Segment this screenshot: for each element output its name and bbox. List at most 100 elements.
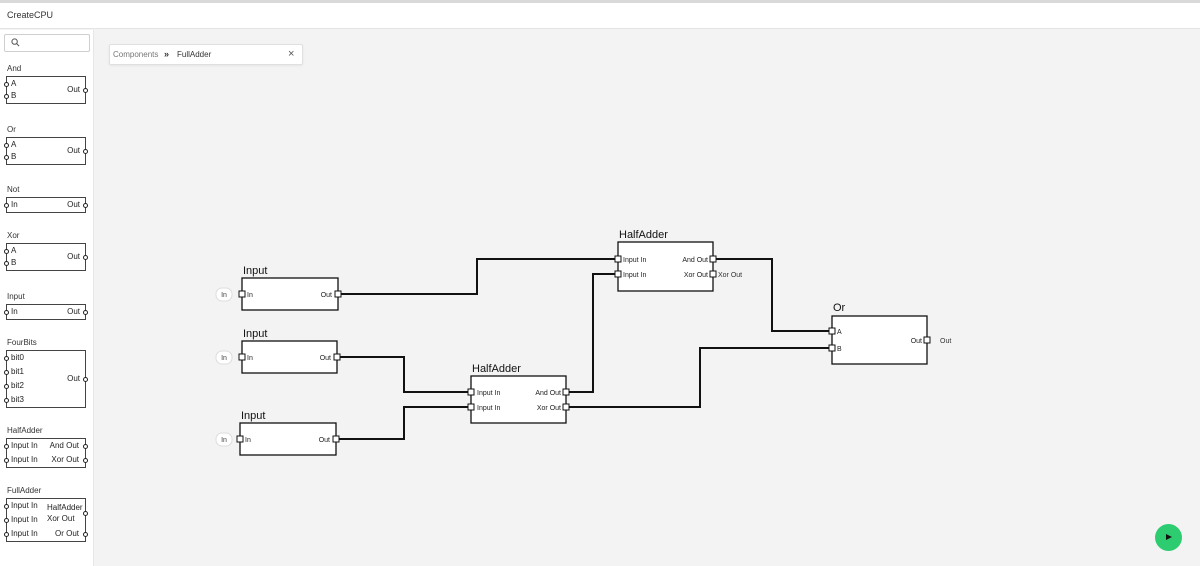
window-top-border <box>0 0 1200 3</box>
input-pin <box>4 261 9 266</box>
external-output-label: Xor Out <box>718 272 742 279</box>
output-pin[interactable] <box>709 255 717 263</box>
pin-label: Input In <box>11 455 38 464</box>
node-body[interactable] <box>470 375 567 424</box>
input-pin <box>4 398 9 403</box>
output-pin <box>83 444 88 449</box>
input-pin <box>4 444 9 449</box>
palette-block: A B Out <box>4 243 88 271</box>
pin-label: bit2 <box>11 381 24 390</box>
pin-label: Out <box>321 292 332 299</box>
pin-label: And Out <box>49 441 79 450</box>
input-pin <box>4 458 9 463</box>
output-pin[interactable] <box>562 388 570 396</box>
pin-label: Out <box>67 252 80 261</box>
external-input-badge[interactable] <box>215 350 233 365</box>
pin-label: bit3 <box>11 395 24 404</box>
input-pin <box>4 94 9 99</box>
input-pin[interactable] <box>238 353 246 361</box>
input-pin <box>4 82 9 87</box>
pin-label: Input In <box>11 441 38 450</box>
app-title: CreateCPU <box>7 10 54 20</box>
halfadder-node[interactable]: HalfAdder Input In Input In And Out Xor … <box>614 229 742 292</box>
input-pin[interactable] <box>467 388 475 396</box>
node-body[interactable] <box>831 315 928 365</box>
breadcrumb-current: FullAdder <box>177 50 212 59</box>
output-pin[interactable] <box>923 336 931 344</box>
pin-label: A <box>11 79 17 88</box>
palette-item-name: FourBits <box>7 338 37 347</box>
input-node[interactable]: In Input In Out <box>215 410 340 456</box>
input-node[interactable]: In Input In Out <box>215 328 341 374</box>
pin-label: B <box>11 152 17 161</box>
chevron-right-icon: » <box>164 49 169 59</box>
external-input-label: In <box>221 292 227 299</box>
pin-label: In <box>11 307 18 316</box>
play-icon <box>1166 534 1172 540</box>
pin-label: Xor Out <box>51 455 79 464</box>
run-button[interactable] <box>1155 524 1182 551</box>
wire[interactable] <box>713 258 832 332</box>
pin-label: And Out <box>535 390 561 397</box>
node-body[interactable] <box>617 241 714 292</box>
wire[interactable] <box>336 406 471 440</box>
input-pin[interactable] <box>238 290 246 298</box>
input-node[interactable]: In Input In Out <box>215 265 342 311</box>
or-node[interactable]: Or A B Out Out <box>828 302 951 365</box>
node-title: HalfAdder <box>619 229 668 241</box>
pin-label: In <box>11 200 18 209</box>
output-pin <box>83 255 88 260</box>
input-pin[interactable] <box>828 344 836 352</box>
wire[interactable] <box>566 273 618 393</box>
external-input-badge[interactable] <box>215 287 233 302</box>
output-pin <box>83 532 88 537</box>
pin-label: A <box>837 329 842 336</box>
output-pin[interactable] <box>334 290 342 298</box>
palette-item-name: FullAdder <box>7 486 42 495</box>
output-pin[interactable] <box>333 353 341 361</box>
pin-label: bit0 <box>11 353 24 362</box>
pin-label: Out <box>67 146 80 155</box>
input-pin[interactable] <box>614 270 622 278</box>
pin-label: And Out <box>682 257 708 264</box>
pin-label: Xor Out <box>684 272 708 279</box>
external-input-badge[interactable] <box>215 432 233 447</box>
wire[interactable] <box>338 258 618 295</box>
output-pin[interactable] <box>709 270 717 278</box>
input-pin <box>4 143 9 148</box>
input-pin[interactable] <box>467 403 475 411</box>
palette-item-name: Not <box>7 185 20 194</box>
close-icon[interactable]: × <box>288 48 295 60</box>
pin-label: Out <box>319 437 330 444</box>
palette-item-name: Input <box>7 292 25 301</box>
pin-label: Out <box>67 200 80 209</box>
halfadder-node[interactable]: HalfAdder Input In Input In And Out Xor … <box>467 363 570 424</box>
input-pin <box>4 310 9 315</box>
palette-block: A B Out <box>4 76 88 104</box>
pin-label: Out <box>911 338 922 345</box>
palette-item-name: And <box>7 64 22 73</box>
breadcrumb-root[interactable]: Components <box>113 50 159 59</box>
palette-item-name: Or <box>7 125 16 134</box>
output-pin[interactable] <box>562 403 570 411</box>
wire[interactable] <box>566 347 832 408</box>
search-input[interactable] <box>4 34 90 52</box>
input-pin[interactable] <box>236 435 244 443</box>
input-pin[interactable] <box>828 327 836 335</box>
output-pin <box>83 511 88 516</box>
output-pin <box>83 377 88 382</box>
node-title: Input <box>243 265 267 277</box>
output-pin <box>83 203 88 208</box>
wire[interactable] <box>337 356 471 393</box>
input-pin <box>4 384 9 389</box>
node-title: Input <box>241 410 265 422</box>
pin-label: Input In <box>623 257 646 264</box>
pin-label: HalfAdder Xor Out <box>47 503 83 523</box>
palette-block: In Out <box>4 304 88 320</box>
input-pin[interactable] <box>614 255 622 263</box>
pin-label: A <box>11 140 17 149</box>
pin-label: Input In <box>11 515 38 524</box>
output-pin[interactable] <box>332 435 340 443</box>
palette-block: Input In Input In And Out Xor Out <box>4 438 88 468</box>
